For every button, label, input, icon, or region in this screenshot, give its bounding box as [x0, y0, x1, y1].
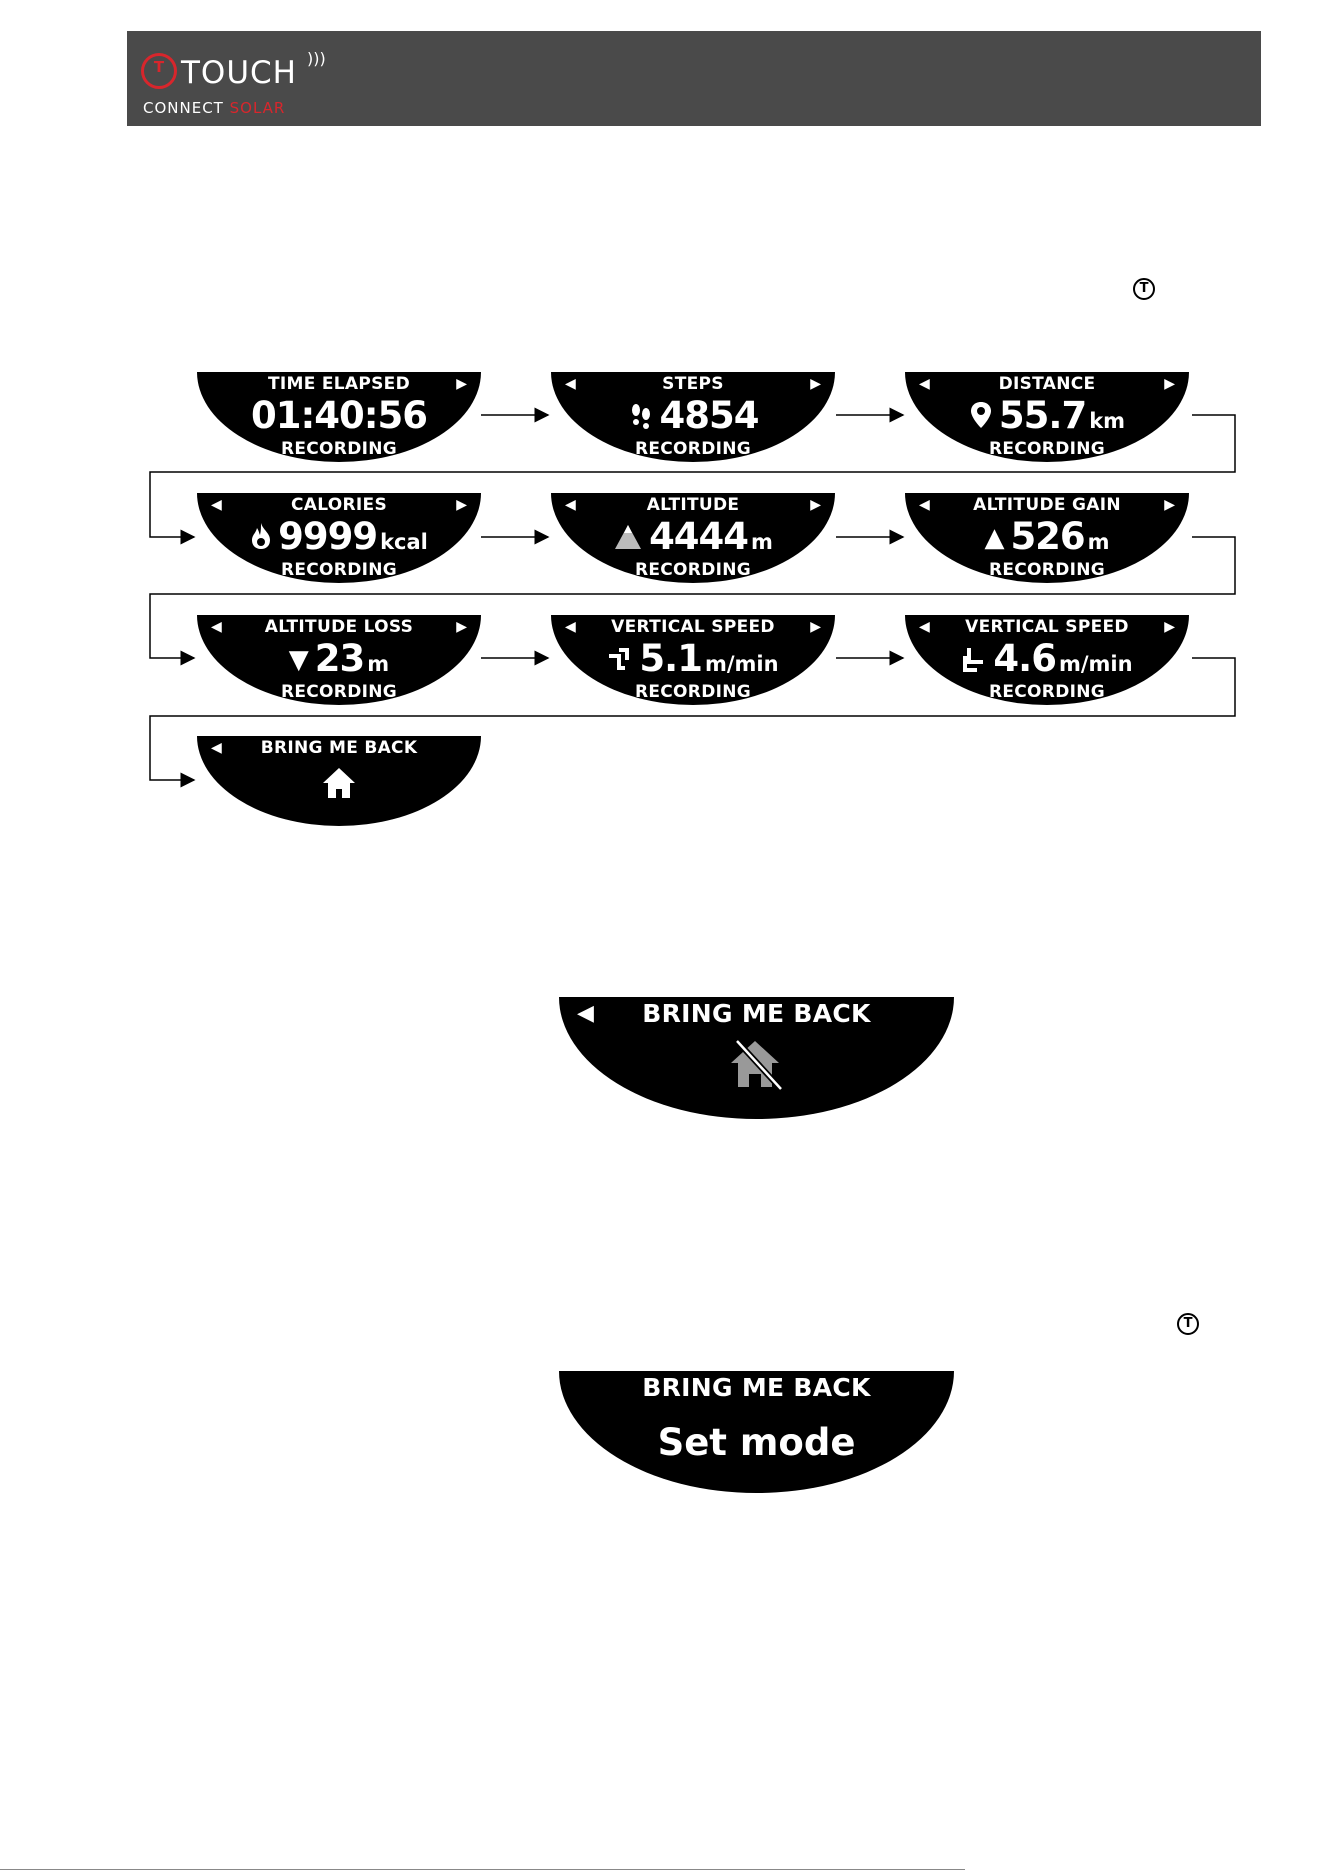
right-arrow-icon: ▶ — [456, 497, 467, 513]
screen-status: RECORDING — [988, 439, 1106, 459]
screen-title: ALTITUDE — [646, 495, 740, 515]
left-arrow-icon: ◀ — [919, 497, 930, 513]
screen-value: 9999 — [278, 515, 378, 558]
right-arrow-icon: ▶ — [456, 619, 467, 635]
screen-title: ALTITUDE GAIN — [973, 495, 1121, 515]
triangle-up-icon: ▲ — [984, 523, 1005, 553]
watch-screen-time-elapsed: TIME ELAPSED ▶ 01:40:56 RECORDING — [197, 372, 481, 462]
screen-unit: km — [1089, 409, 1126, 433]
screen-value: 4854 — [659, 394, 760, 437]
screen-title: BRING ME BACK — [642, 999, 871, 1028]
screen-status: RECORDING — [988, 682, 1106, 702]
home-disabled-icon — [730, 1038, 783, 1092]
touch-connect-solar-logo: T TOUCH ))) CONNECT SOLAR — [141, 49, 331, 119]
tissot-logo-icon: T — [141, 53, 177, 89]
brand-name: TOUCH — [181, 55, 297, 91]
left-arrow-icon: ◀ — [919, 376, 930, 392]
right-arrow-icon: ▶ — [810, 376, 821, 392]
screen-unit: m — [367, 652, 390, 676]
screen-title: BRING ME BACK — [260, 738, 418, 758]
set-mode-label: Set mode — [657, 1421, 856, 1464]
flame-icon — [252, 523, 271, 549]
screen-status: RECORDING — [280, 682, 398, 702]
left-arrow-icon: ◀ — [211, 497, 222, 513]
header-bar: T TOUCH ))) CONNECT SOLAR — [127, 31, 1261, 126]
screen-value: 55.7 — [998, 394, 1087, 437]
screen-status: RECORDING — [634, 682, 752, 702]
mountain-icon — [615, 525, 642, 549]
screen-value: 01:40:56 — [250, 394, 428, 437]
right-arrow-icon: ▶ — [1164, 497, 1175, 513]
screen-status: RECORDING — [634, 560, 752, 580]
right-arrow-icon: ▶ — [1164, 619, 1175, 635]
footer-divider — [0, 1869, 965, 1870]
screen-title: VERTICAL SPEED — [965, 617, 1129, 637]
right-arrow-icon: ▶ — [1164, 376, 1175, 392]
screen-value: 23 — [314, 637, 365, 680]
right-arrow-icon: ▶ — [810, 619, 821, 635]
screen-value: 526 — [1010, 515, 1085, 558]
signal-icon: ))) — [307, 49, 326, 68]
t-button-icon: T — [1177, 1313, 1199, 1335]
left-arrow-icon: ◀ — [211, 740, 222, 756]
screen-title: CALORIES — [291, 495, 387, 515]
brand-subtitle: CONNECT SOLAR — [143, 99, 286, 117]
left-arrow-icon: ◀ — [919, 619, 930, 635]
left-arrow-icon: ◀ — [565, 497, 576, 513]
descent-step-icon — [963, 648, 984, 672]
watch-screen-bring-me-back-disabled: ◀ BRING ME BACK — [559, 997, 954, 1119]
screen-value: 5.1 — [639, 637, 703, 680]
screen-status: RECORDING — [280, 560, 398, 580]
screen-title: ALTITUDE LOSS — [264, 617, 414, 637]
screen-title: DISTANCE — [998, 374, 1096, 394]
triangle-down-icon: ▼ — [288, 645, 309, 675]
left-arrow-icon: ◀ — [565, 376, 576, 392]
screen-status: RECORDING — [634, 439, 752, 459]
watch-screen-bring-me-back: ◀ BRING ME BACK — [197, 736, 481, 826]
home-icon — [323, 768, 355, 798]
location-pin-icon — [970, 402, 991, 428]
screen-unit: m — [1087, 530, 1110, 554]
screen-unit: kcal — [380, 530, 428, 554]
screen-status: RECORDING — [280, 439, 398, 459]
right-arrow-icon: ▶ — [456, 376, 467, 392]
screen-title: VERTICAL SPEED — [611, 617, 775, 637]
screen-title: TIME ELAPSED — [268, 374, 410, 394]
screen-title: BRING ME BACK — [642, 1373, 871, 1402]
watch-screen-bring-me-back-set-mode: BRING ME BACK Set mode — [559, 1371, 954, 1493]
left-arrow-icon: ◀ — [211, 619, 222, 635]
screen-value: 4444 — [649, 515, 749, 558]
footsteps-icon — [631, 404, 650, 429]
screen-unit: m/min — [1058, 652, 1133, 676]
right-arrow-icon: ▶ — [810, 497, 821, 513]
screen-unit: m/min — [704, 652, 779, 676]
t-button-icon: T — [1133, 278, 1155, 300]
watch-screen-steps: ◀ STEPS ▶ 4854 RECORDING — [551, 372, 835, 462]
screen-unit: m — [751, 530, 773, 554]
left-arrow-icon: ◀ — [577, 1001, 594, 1026]
screen-value: 4.6 — [993, 637, 1057, 680]
left-arrow-icon: ◀ — [565, 619, 576, 635]
screen-title: STEPS — [662, 374, 724, 394]
screen-status: RECORDING — [988, 560, 1106, 580]
ascent-step-icon — [609, 648, 630, 670]
